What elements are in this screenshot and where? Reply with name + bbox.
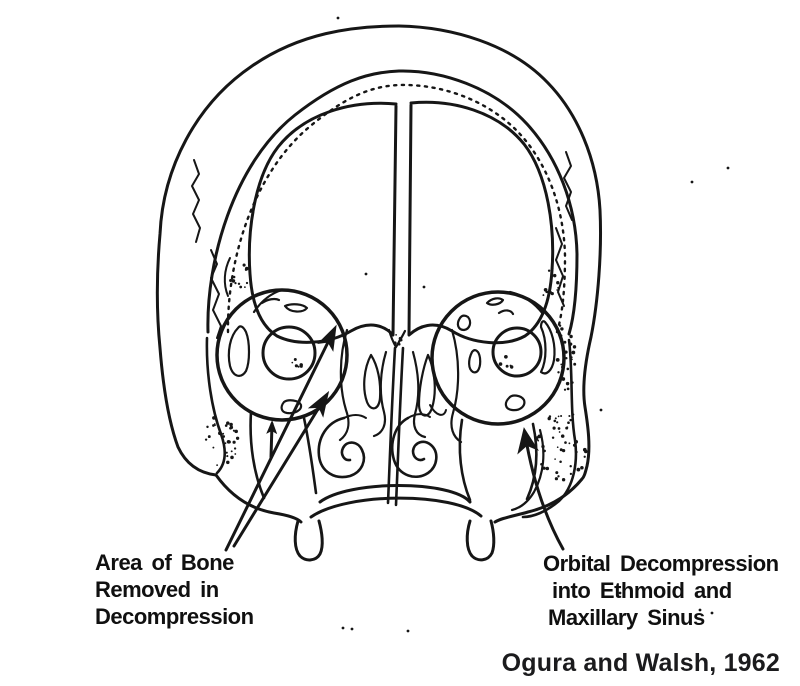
frontal-cavities xyxy=(247,100,555,345)
alveolar-teeth xyxy=(293,519,496,562)
left-decompression-arrow-short xyxy=(232,390,330,548)
right-orbit-blobs xyxy=(456,297,556,412)
left-annotation-line1: Area of Bone xyxy=(95,550,234,575)
left-decompression-arrow-long xyxy=(224,324,337,552)
attribution: Ogura and Walsh, 1962 xyxy=(501,649,780,677)
inferior-turbinates xyxy=(317,413,438,479)
nasal-septum xyxy=(386,346,405,507)
outer-skull-outline xyxy=(155,24,603,524)
left-annotation-line3: Decompression xyxy=(95,604,254,629)
inner-vault-line xyxy=(206,69,579,336)
stipple-layer xyxy=(204,263,588,482)
right-annotation-line1: Orbital Decompression xyxy=(543,551,779,576)
crista-galli xyxy=(387,328,407,349)
left-annotation-line2: Removed in xyxy=(95,577,219,602)
decompression-arrows xyxy=(224,324,565,552)
right-orbit xyxy=(430,290,566,426)
left-annotation: Area of Bone Removed in Decompression xyxy=(95,549,254,630)
left-orbit xyxy=(215,288,349,422)
noise-layer xyxy=(336,16,730,633)
left-orbit-blobs xyxy=(227,297,309,415)
diploe-stipple xyxy=(226,83,567,334)
right-annotation: Orbital Decompression into Ethmoid and M… xyxy=(543,550,779,631)
left-eyeball xyxy=(261,325,317,381)
suture-lines xyxy=(191,151,573,339)
right-annotation-line3: Maxillary Sinus xyxy=(548,605,705,630)
right-annotation-line2: into Ethmoid and xyxy=(552,578,732,603)
ethmoid-walls xyxy=(338,328,463,444)
right-eyeball xyxy=(491,326,543,378)
orbital-decompression-curved-arrow xyxy=(517,427,565,551)
orbit-floor-small-arrow xyxy=(266,420,278,459)
hard-palate xyxy=(309,484,483,519)
